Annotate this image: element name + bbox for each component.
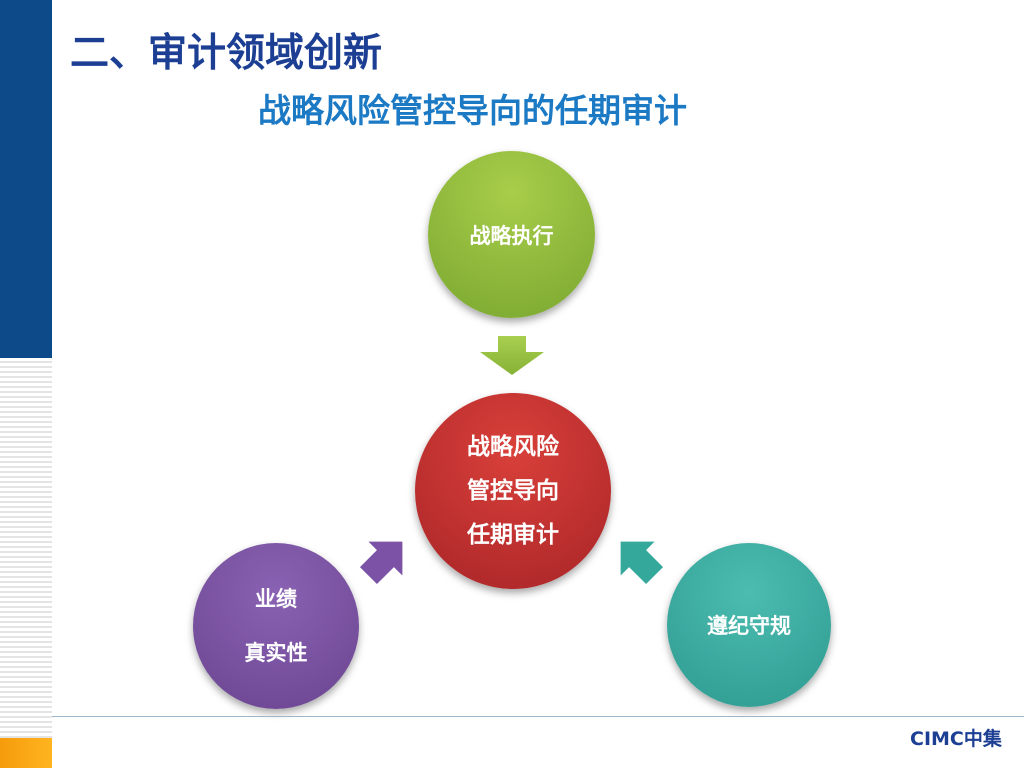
node-compliance: 遵纪守规 (667, 543, 831, 707)
footer-divider (52, 716, 1024, 717)
sidebar-blue-bar (0, 0, 52, 358)
arrow-down-icon (480, 336, 544, 375)
arrow-up-left-icon (620, 541, 664, 585)
node-label-line-2: 真实性 (244, 641, 308, 665)
node-strategy-execution: 战略执行 (428, 151, 595, 318)
node-label-line-1: 业绩 (255, 587, 297, 611)
page-title: 二、审计领域创新 (70, 31, 383, 76)
node-label: 战略执行 (469, 223, 554, 248)
sidebar-stripes (0, 358, 52, 738)
sidebar-accent-bar (0, 738, 52, 768)
node-label-line-1: 战略风险 (467, 434, 559, 460)
node-label-line-2: 管控导向 (467, 478, 559, 504)
node-label: 遵纪守规 (707, 614, 791, 638)
cimc-logo: CIMC中集 (910, 728, 1002, 750)
node-performance-authenticity: 业绩 真实性 (193, 543, 359, 709)
page-subtitle: 战略风险管控导向的任期审计 (258, 91, 687, 130)
arrow-up-right-icon (359, 541, 403, 585)
node-label-line-3: 任期审计 (467, 522, 559, 548)
node-center-audit: 战略风险 管控导向 任期审计 (415, 393, 611, 589)
